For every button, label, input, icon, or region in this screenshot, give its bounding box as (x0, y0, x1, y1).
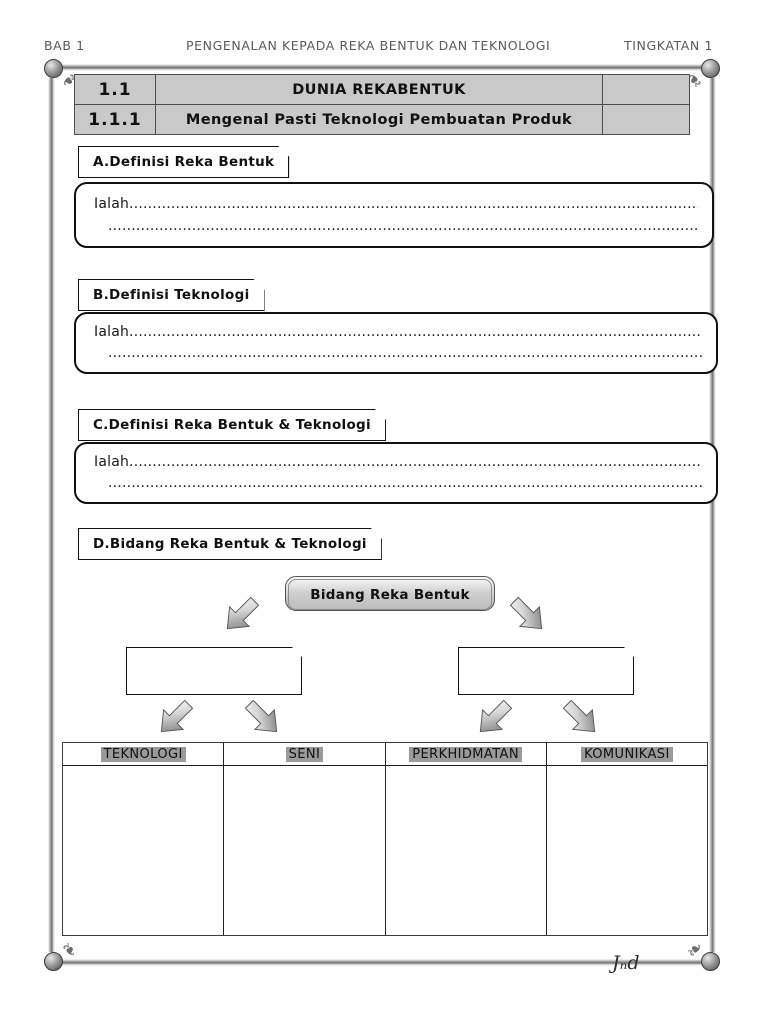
arrow-down-left-to-perkhidmatan (479, 699, 513, 733)
frame-corner-knob-top-right (701, 59, 720, 78)
diagram-branch-box-2[interactable] (458, 647, 634, 695)
column-header-label: KOMUNIKASI (581, 746, 673, 762)
frame-corner-knob-bottom-right (701, 952, 720, 971)
learning-standard-table: 1.1 DUNIA REKABENTUK 1.1.1 Mengenal Past… (74, 74, 690, 135)
answer-box-c[interactable]: Ialah...................................… (74, 442, 718, 504)
diagram-root-node: Bidang Reka Bentuk (285, 576, 495, 611)
column-header-label: SENI (285, 746, 324, 762)
column-header-komunikasi: KOMUNIKASI (547, 743, 707, 765)
section-tab-b: B.Definisi Teknologi (78, 279, 265, 311)
frame-leaf-ornament-bottom-left: ❧ (55, 936, 83, 964)
title-cell-1: DUNIA REKABENTUK (155, 74, 603, 105)
frame-corner-knob-bottom-left (44, 952, 63, 971)
column-body-teknologi[interactable] (63, 765, 224, 935)
header-chapter: BAB 1 (44, 38, 85, 53)
code-cell-1: 1.1 (74, 74, 156, 105)
title-cell-2: Mengenal Pasti Teknologi Pembuatan Produ… (155, 104, 603, 135)
section-tab-d: D.Bidang Reka Bentuk & Teknologi (78, 528, 382, 560)
column-teknologi: TEKNOLOGI (63, 743, 225, 935)
page-header: BAB 1 PENGENALAN KEPADA REKA BENTUK DAN … (0, 36, 768, 58)
answer-box-a[interactable]: Ialah...................................… (74, 182, 714, 248)
frame-bar-left (48, 78, 55, 952)
arrow-down-left-to-box1 (226, 596, 260, 630)
column-header-label: PERKHIDMATAN (409, 746, 522, 762)
arrow-down-right-to-box2 (509, 596, 543, 630)
signature-mark: Jₙd (612, 952, 640, 974)
categories-table: TEKNOLOGI SENI PERKHIDMATAN KOMUNIKASI (62, 742, 708, 936)
table-row: 1.1 DUNIA REKABENTUK (74, 74, 690, 105)
answer-line-a-2: ........................................… (108, 218, 698, 234)
column-seni: SENI (224, 743, 386, 935)
diagram-branch-box-1[interactable] (126, 647, 302, 695)
answer-line-c-2: ........................................… (108, 475, 702, 491)
frame-bar-top (62, 64, 702, 71)
answer-line-b-2: ........................................… (108, 345, 702, 361)
answer-box-b[interactable]: Ialah...................................… (74, 312, 718, 374)
arrow-down-right-to-komunikasi (562, 699, 596, 733)
code-cell-2: 1.1.1 (74, 104, 156, 135)
column-header-teknologi: TEKNOLOGI (63, 743, 223, 765)
column-header-label: TEKNOLOGI (100, 746, 186, 762)
column-header-perkhidmatan: PERKHIDMATAN (386, 743, 546, 765)
section-tab-a: A.Definisi Reka Bentuk (78, 146, 289, 178)
diagram-root-label: Bidang Reka Bentuk (288, 579, 492, 610)
column-body-perkhidmatan[interactable] (385, 765, 546, 935)
frame-corner-knob-top-left (44, 59, 63, 78)
column-body-seni[interactable] (224, 765, 385, 935)
header-title: PENGENALAN KEPADA REKA BENTUK DAN TEKNOL… (186, 38, 551, 53)
frame-leaf-ornament-bottom-right: ❧ (681, 936, 709, 964)
column-body-komunikasi[interactable] (546, 765, 707, 935)
arrow-down-left-to-teknologi (160, 699, 194, 733)
column-komunikasi: KOMUNIKASI (546, 743, 707, 935)
blank-cell-2 (602, 104, 690, 135)
answer-line-a-1: Ialah...................................… (94, 196, 698, 212)
arrow-down-right-to-seni (244, 699, 278, 733)
column-header-seni: SENI (224, 743, 384, 765)
header-form: TINGKATAN 1 (624, 38, 714, 53)
blank-cell-1 (602, 74, 690, 105)
column-perkhidmatan: PERKHIDMATAN (385, 743, 547, 935)
answer-line-c-1: Ialah...................................… (94, 454, 702, 470)
answer-line-b-1: Ialah...................................… (94, 324, 702, 340)
table-row: 1.1.1 Mengenal Pasti Teknologi Pembuatan… (74, 104, 690, 135)
section-tab-c: C.Definisi Reka Bentuk & Teknologi (78, 409, 386, 441)
frame-bar-bottom (62, 959, 702, 966)
